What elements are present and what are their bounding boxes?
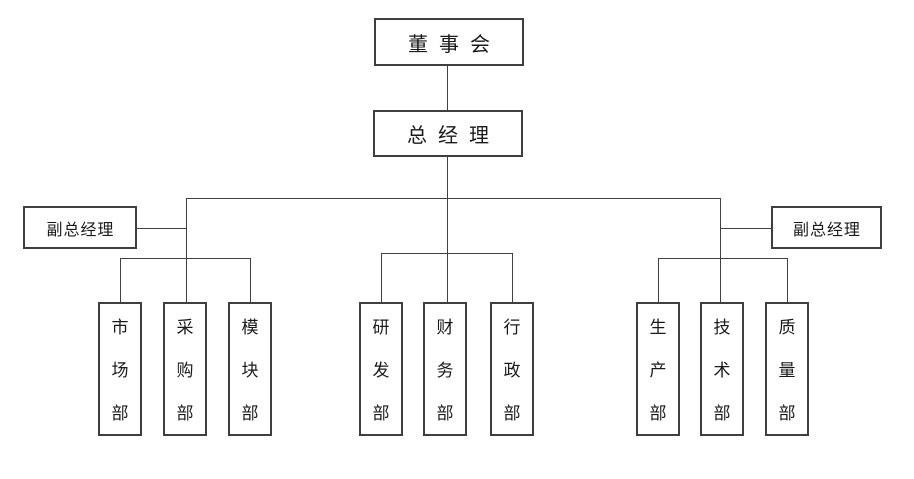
deputy-gm-right-label: 副总经理 (793, 221, 861, 239)
department-box: 质量部 (765, 302, 809, 436)
department-box: 财务部 (423, 302, 467, 436)
department-label: 生产部 (649, 318, 667, 423)
connector-main-horizontal (186, 198, 721, 199)
department-label: 行政部 (503, 318, 521, 423)
department-label: 市场部 (111, 318, 129, 423)
connector-board-to-gm (447, 66, 448, 110)
department-label: 质量部 (778, 318, 796, 423)
general-manager-box: 总经理 (373, 110, 523, 157)
department-box: 研发部 (359, 302, 403, 436)
connector-drop-rnd (381, 253, 382, 302)
department-label: 模块部 (241, 318, 259, 423)
deputy-gm-left-label: 副总经理 (46, 221, 115, 239)
connector-drop-marketing (120, 258, 121, 302)
connector-right-group-bar (658, 258, 787, 259)
board-box: 董事会 (374, 18, 524, 66)
connector-deputy-right-link (720, 228, 771, 229)
department-box: 市场部 (98, 302, 142, 436)
department-box: 采购部 (163, 302, 207, 436)
connector-drop-quality (787, 258, 788, 302)
department-label: 财务部 (436, 318, 454, 423)
connector-drop-admin (512, 253, 513, 302)
department-label: 技术部 (713, 318, 731, 423)
department-box: 生产部 (636, 302, 680, 436)
connector-gm-to-middle-group (447, 157, 448, 302)
connector-middle-group-bar (381, 253, 512, 254)
department-box: 模块部 (228, 302, 272, 436)
connector-drop-production (658, 258, 659, 302)
connector-drop-module (250, 258, 251, 302)
department-box: 行政部 (490, 302, 534, 436)
deputy-gm-right-box: 副总经理 (771, 206, 882, 249)
connector-left-branch-vertical (186, 198, 187, 302)
board-label: 董事会 (408, 33, 501, 56)
connector-left-group-bar (120, 258, 250, 259)
connector-deputy-left-link (137, 228, 186, 229)
department-label: 采购部 (176, 318, 194, 423)
deputy-gm-left-box: 副总经理 (23, 206, 137, 249)
connector-right-branch-vertical (720, 198, 721, 302)
department-label: 研发部 (372, 318, 390, 423)
department-box: 技术部 (700, 302, 744, 436)
general-manager-label: 总经理 (407, 125, 500, 147)
